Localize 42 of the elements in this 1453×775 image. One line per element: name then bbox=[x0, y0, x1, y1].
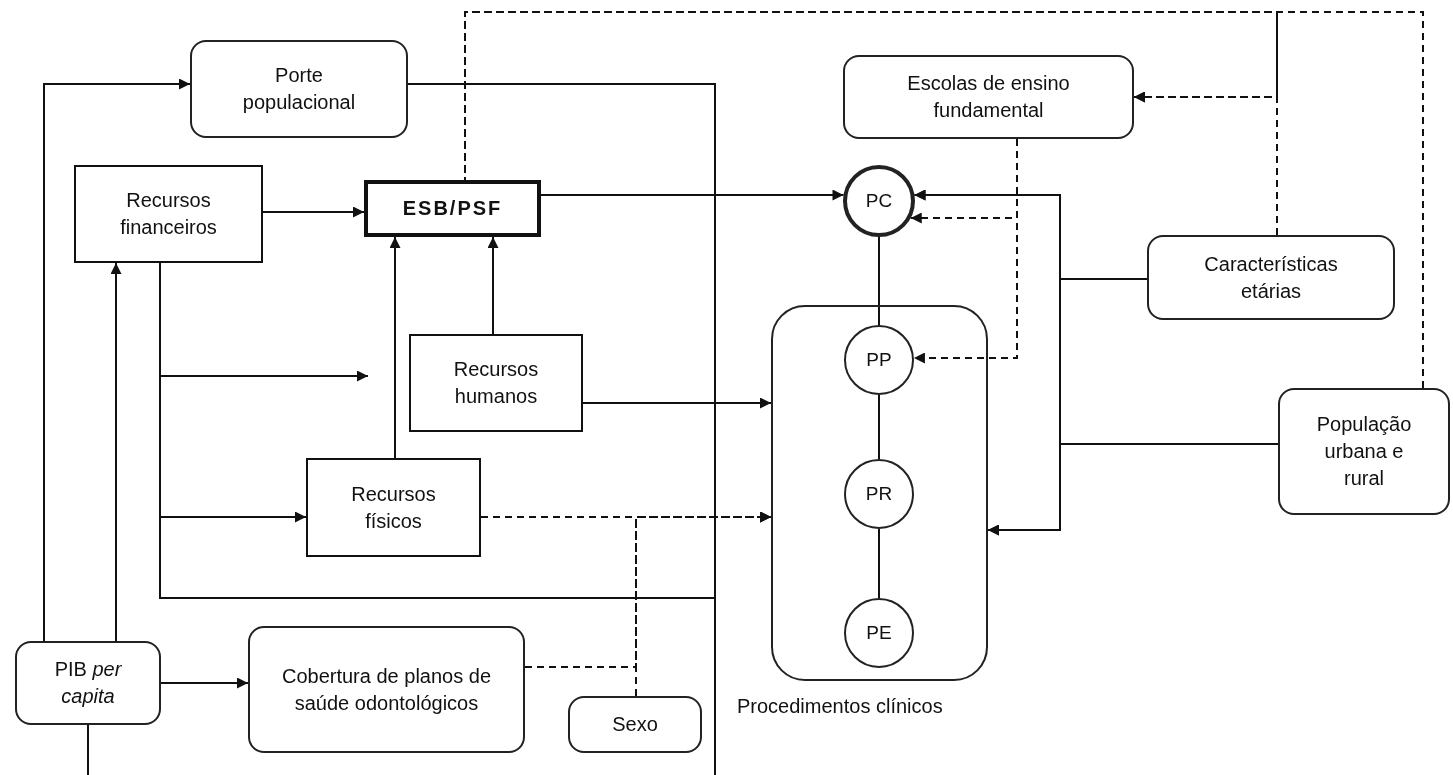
node-label: Escolas de ensino fundamental bbox=[906, 71, 1071, 123]
node-code: PC bbox=[865, 189, 893, 214]
arrow bbox=[540, 189, 845, 201]
node-code: PP bbox=[866, 348, 892, 373]
rounded-box bbox=[1147, 235, 1395, 320]
group-caption: Procedimentos clínicos bbox=[737, 694, 943, 719]
node-label: Recursos financeiros bbox=[119, 188, 218, 240]
arrow bbox=[262, 206, 365, 218]
bold-box bbox=[364, 180, 541, 237]
rounded-box bbox=[843, 55, 1134, 139]
arrow bbox=[524, 511, 772, 668]
node-label: Sexo bbox=[612, 712, 658, 737]
node-label: Recursos físicos bbox=[350, 481, 437, 534]
arrow bbox=[582, 397, 772, 409]
connector-line bbox=[878, 394, 880, 460]
rectangle-box bbox=[409, 334, 583, 432]
rectangle-box bbox=[74, 165, 263, 263]
arrow bbox=[389, 236, 401, 459]
node-code: PE bbox=[866, 621, 892, 646]
node-label: População urbana e rural bbox=[1315, 412, 1413, 491]
node-label: ESB/PSF bbox=[402, 196, 503, 221]
rounded-box bbox=[1278, 388, 1450, 515]
node-label: PIB per capita bbox=[53, 657, 123, 709]
arrow bbox=[43, 78, 191, 642]
node-label: Cobertura de planos de saúde odontológicos bbox=[281, 663, 492, 716]
arrow bbox=[987, 443, 1279, 536]
rounded-box bbox=[248, 626, 525, 753]
arrow bbox=[160, 677, 249, 689]
arrow bbox=[487, 236, 499, 335]
connector-line bbox=[878, 236, 880, 326]
rounded-box bbox=[568, 696, 702, 753]
node-label: Porte populacional bbox=[241, 63, 357, 115]
arrow bbox=[110, 262, 122, 642]
arrow bbox=[912, 138, 1018, 364]
node-label: Características etárias bbox=[1203, 251, 1339, 304]
connector-line bbox=[87, 724, 89, 775]
rounded-box bbox=[15, 641, 161, 725]
node-label: Recursos humanos bbox=[452, 357, 540, 409]
rectangle-box bbox=[306, 458, 481, 557]
rounded-box bbox=[190, 40, 408, 138]
node-code: PR bbox=[865, 482, 893, 507]
connector-line bbox=[878, 528, 880, 599]
